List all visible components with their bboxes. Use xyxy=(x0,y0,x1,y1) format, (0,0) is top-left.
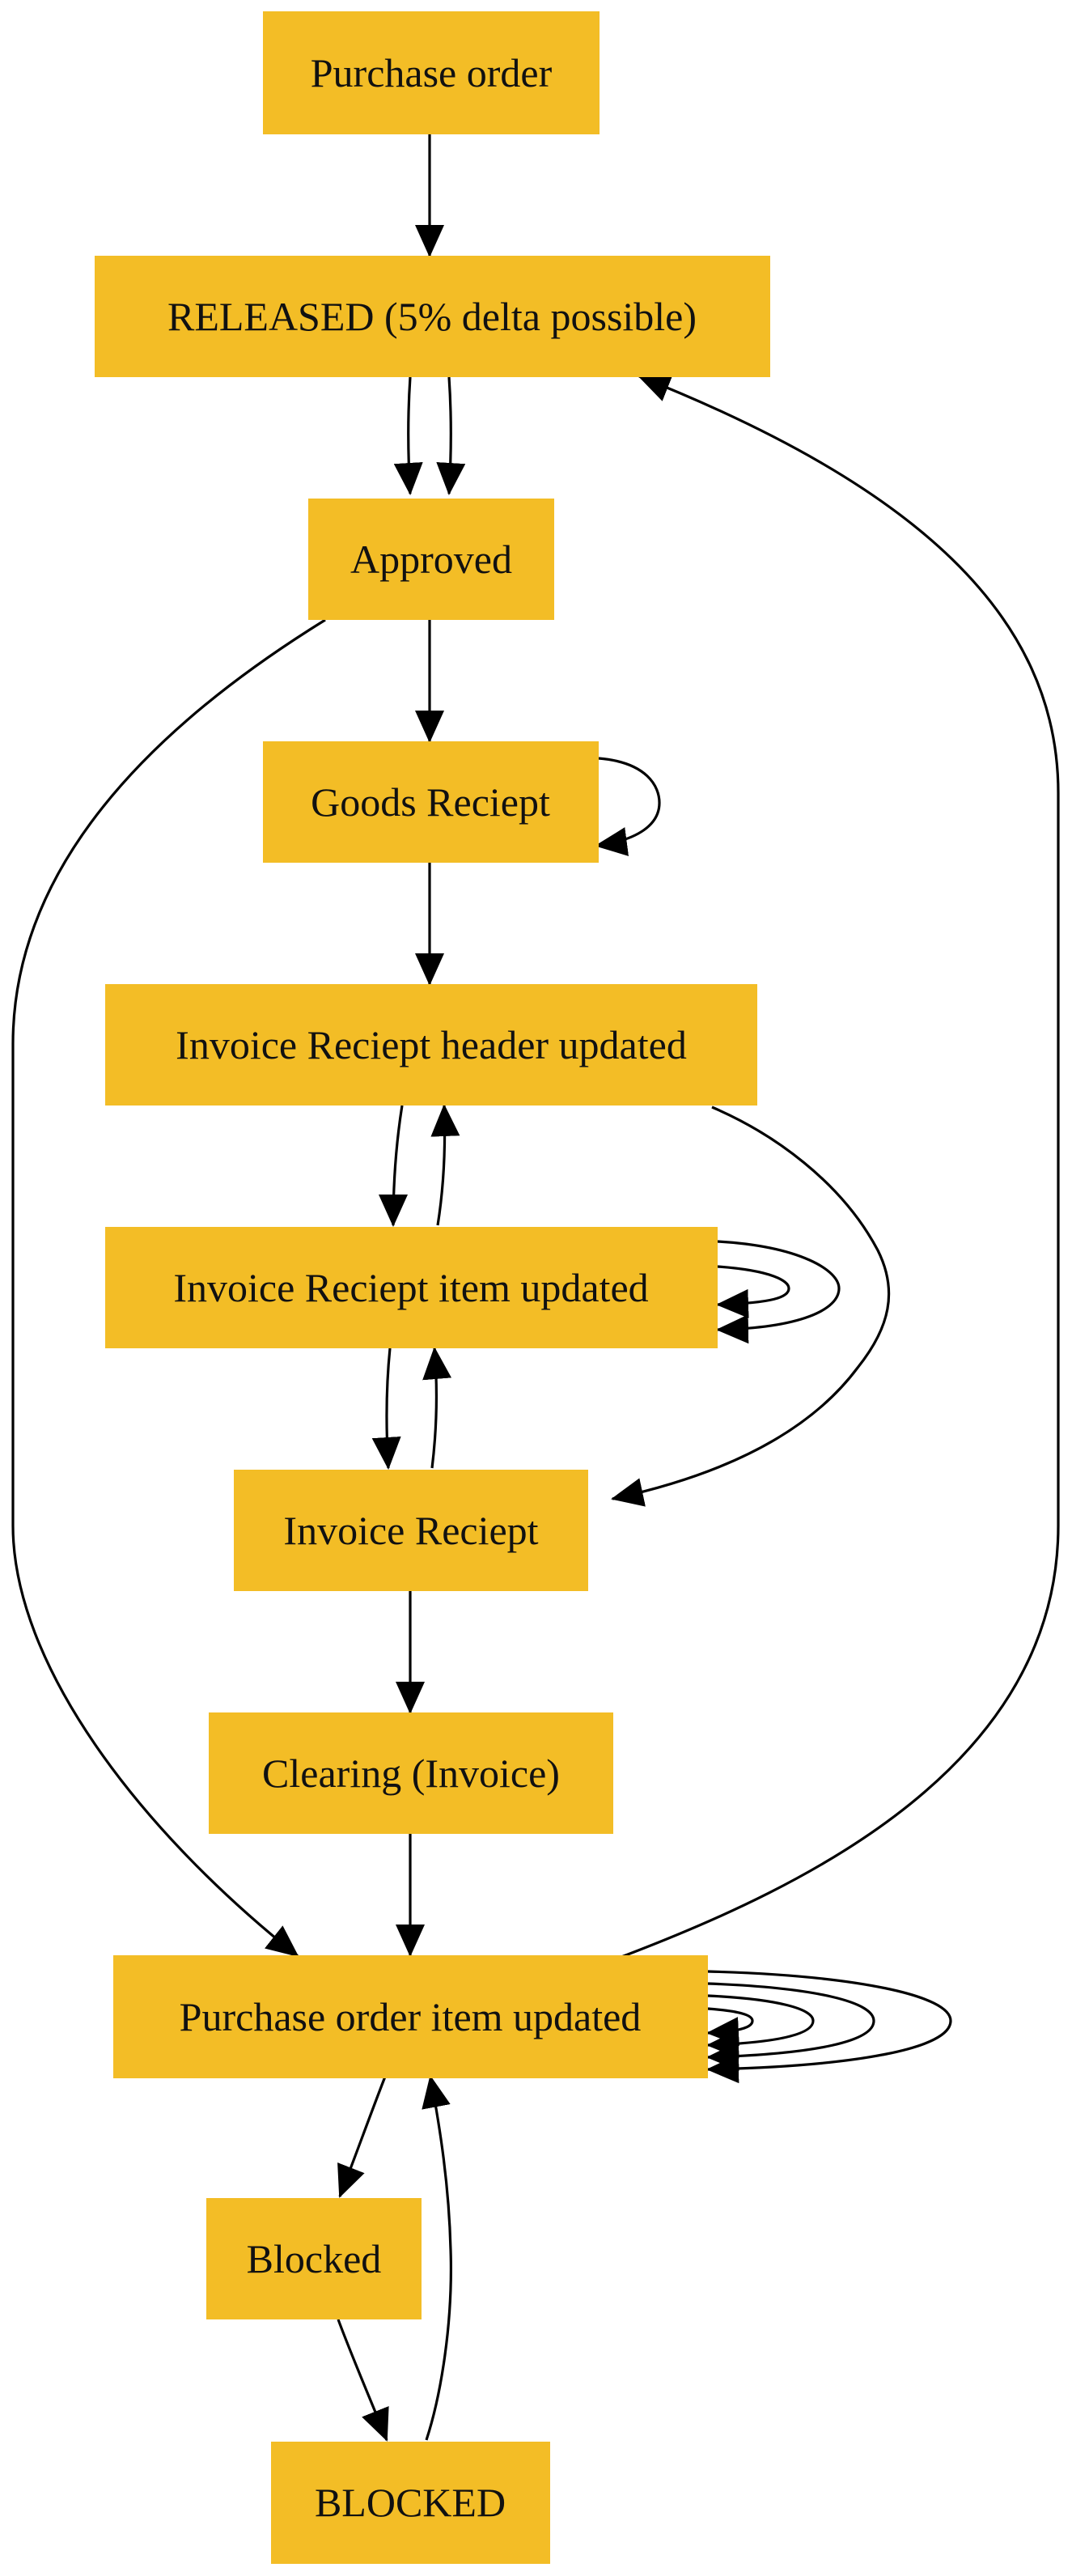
edge-po-item-self-loop-2 xyxy=(706,1994,815,2059)
edge-po-item-self-loop-4 xyxy=(706,1970,952,2084)
edge-ir-header-to-ir-item xyxy=(379,1105,409,1227)
node-label-ir-item-updated: Invoice Reciept item updated xyxy=(173,1265,648,1310)
edge-po-item-updated-to-released xyxy=(621,374,1060,1959)
node-ir-header-updated: Invoice Reciept header updated xyxy=(105,984,757,1106)
node-goods-reciept: Goods Reciept xyxy=(263,741,599,863)
edge-blocked-to-blocked-upper xyxy=(337,2319,389,2442)
node-label-ir-header-updated: Invoice Reciept header updated xyxy=(176,1022,687,1067)
node-label-purchase-order: Purchase order xyxy=(311,50,553,95)
node-label-invoice-reciept: Invoice Reciept xyxy=(283,1508,538,1553)
node-clearing-invoice: Clearing (Invoice) xyxy=(209,1712,613,1834)
edge-po-item-self-loop-1 xyxy=(706,2007,754,2047)
node-po-item-updated: Purchase order item updated xyxy=(113,1955,708,2078)
edge-po-item-updated-to-blocked xyxy=(337,2076,387,2198)
node-blocked-lower: Blocked xyxy=(206,2198,422,2319)
edge-blocked-upper-to-po-item-updated xyxy=(422,2075,452,2441)
node-approved: Approved xyxy=(308,499,554,620)
node-label-goods-reciept: Goods Reciept xyxy=(311,779,550,825)
edge-ir-header-to-invoice-reciept xyxy=(611,1106,891,1507)
node-blocked-upper: BLOCKED xyxy=(271,2442,550,2564)
node-invoice-reciept: Invoice Reciept xyxy=(234,1470,588,1591)
edge-goods-reciept-self-loop xyxy=(595,757,661,856)
node-label-clearing-invoice: Clearing (Invoice) xyxy=(262,1751,560,1796)
edge-released-to-approved-a xyxy=(393,376,423,495)
edge-ir-item-self-loop-outer xyxy=(716,1240,841,1344)
edge-ir-item-to-ir-header xyxy=(430,1104,460,1226)
node-purchase-order: Purchase order xyxy=(263,11,600,134)
node-label-po-item-updated: Purchase order item updated xyxy=(180,1994,642,2039)
edge-ir-item-self-loop-inner xyxy=(716,1265,790,1318)
node-label-approved: Approved xyxy=(350,537,512,582)
edge-released-to-approved-b xyxy=(436,376,466,495)
node-label-released: RELEASED (5% delta possible) xyxy=(167,294,697,339)
node-ir-item-updated: Invoice Reciept item updated xyxy=(105,1227,718,1348)
edge-approved-to-po-item-updated xyxy=(11,618,326,1958)
node-label-blocked-upper: BLOCKED xyxy=(315,2480,506,2525)
edge-ir-item-to-invoice-reciept xyxy=(371,1347,401,1470)
edge-po-item-self-loop-3 xyxy=(706,1982,875,2071)
node-released: RELEASED (5% delta possible) xyxy=(95,256,770,377)
node-label-blocked-lower: Blocked xyxy=(247,2236,382,2281)
edge-invoice-reciept-to-ir-item xyxy=(422,1347,452,1469)
